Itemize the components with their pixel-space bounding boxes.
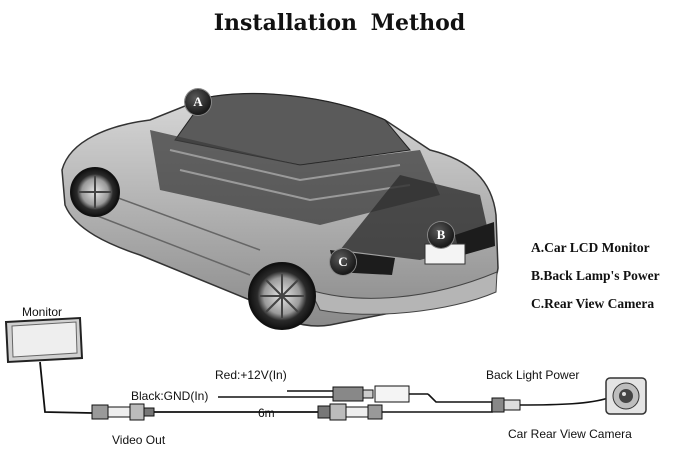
red-wire-label: Red:+12V(In)	[215, 368, 287, 382]
legend-item-b: B.Back Lamp's Power	[531, 268, 660, 283]
monitor-label: Monitor	[22, 305, 63, 319]
black-wire-label: Black:GND(In)	[131, 389, 209, 403]
marker-c: C	[330, 249, 356, 275]
rca-connector-camera	[491, 397, 521, 413]
video-out-label: Video Out	[112, 433, 166, 447]
legend-item-a: A.Car LCD Monitor	[531, 240, 650, 255]
page-title: Installation Method	[213, 10, 466, 36]
rca-connector-middle	[317, 403, 383, 421]
monitor-cable	[39, 361, 93, 414]
car-interior	[150, 130, 440, 225]
camera-cable	[427, 393, 493, 413]
power-plug-female	[374, 385, 410, 403]
camera-label: Car Rear View Camera	[508, 427, 632, 441]
marker-a: A	[185, 89, 211, 115]
car-roof	[174, 93, 411, 166]
back-light-power-label: Back Light Power	[486, 368, 580, 382]
rca-connector-left	[91, 403, 155, 421]
marker-b: B	[428, 222, 454, 248]
camera-icon	[605, 377, 647, 415]
legend-item-c: C.Rear View Camera	[531, 296, 655, 311]
cable-length-label: 6m	[258, 406, 275, 420]
power-plug-male	[332, 386, 364, 402]
